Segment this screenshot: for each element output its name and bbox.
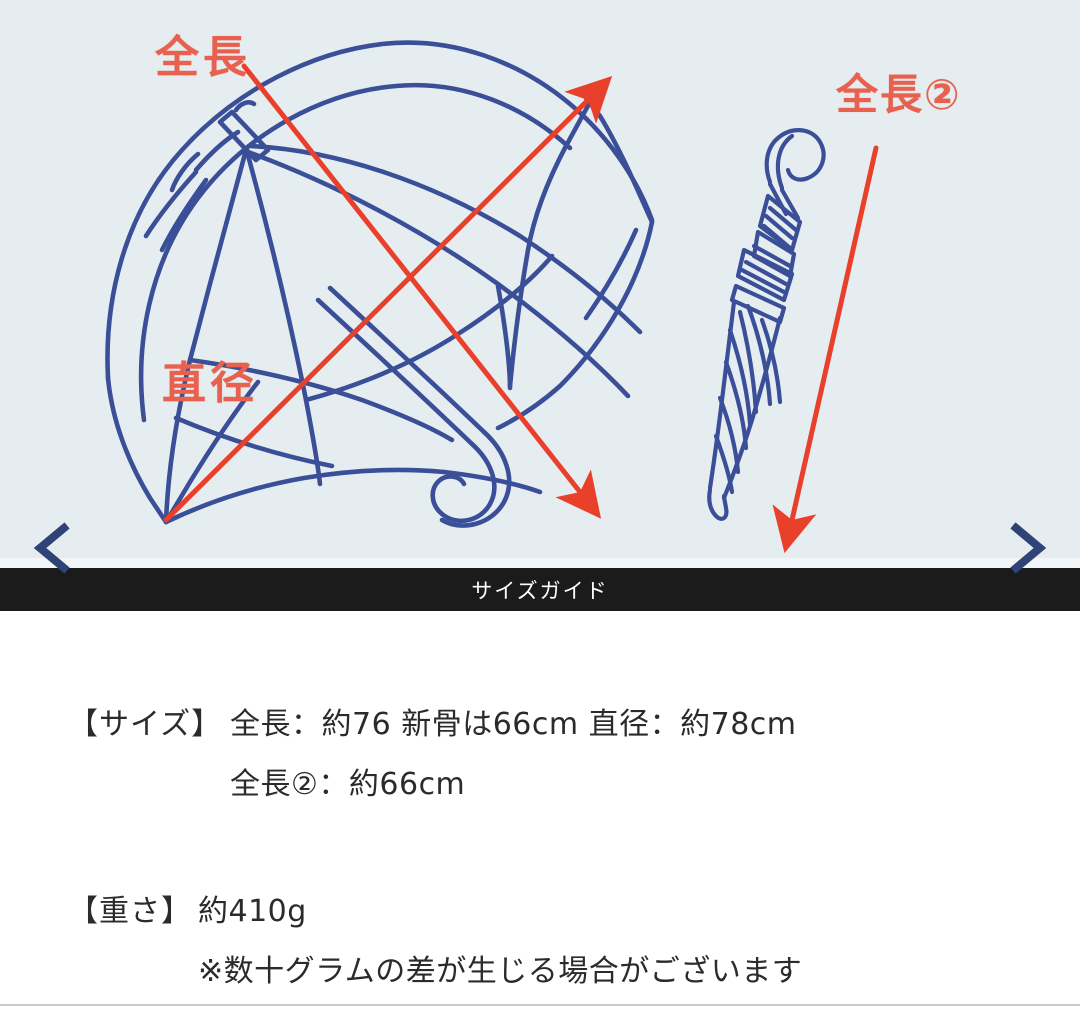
spec-value-size-line2: 全長②：約66cm	[230, 767, 466, 802]
section-divider	[0, 1004, 1080, 1006]
closed-umbrella-drawing	[707, 128, 826, 521]
spec-label-size: 【サイズ】	[68, 707, 223, 742]
measurement-arrows	[163, 63, 879, 554]
spec-row-size-line2: 全長②：約66cm	[68, 759, 797, 803]
spec-row-weight-line1: 【重さ】 約410g	[68, 886, 802, 930]
arrow-total-length	[241, 63, 602, 519]
next-slide-button[interactable]	[998, 520, 1054, 576]
product-image-carousel[interactable]: 全長 直径 全長②	[0, 0, 1080, 560]
annotation-total-length-2: 全長②	[836, 71, 962, 118]
arrow-diameter	[163, 76, 613, 523]
spec-label-weight: 【重さ】	[68, 894, 192, 929]
chevron-right-icon	[1010, 522, 1047, 574]
spec-row-weight-line2: ※数十グラムの差が生じる場合がございます	[68, 946, 802, 990]
spec-value-weight-line1: 約410g	[198, 894, 307, 929]
chevron-left-icon	[33, 522, 70, 574]
carousel-divider	[0, 558, 1080, 568]
annotation-diameter: 直径	[162, 359, 258, 408]
spec-value-weight-line2: ※数十グラムの差が生じる場合がございます	[198, 954, 803, 989]
spec-value-size-line1: 全長：約76 新骨は66cm 直径：約78cm	[230, 707, 797, 742]
image-caption-text: サイズガイド	[471, 578, 609, 603]
image-caption-bar: サイズガイド	[0, 568, 1080, 611]
spec-group-size: 【サイズ】 全長：約76 新骨は66cm 直径：約78cm 全長②：約66cm	[68, 699, 797, 803]
arrow-total-length-2	[772, 145, 879, 554]
annotation-total-length: 全長	[155, 33, 251, 82]
prev-slide-button[interactable]	[26, 520, 82, 576]
product-spec-section: 【サイズ】 全長：約76 新骨は66cm 直径：約78cm 全長②：約66cm …	[0, 611, 1080, 1013]
spec-group-weight: 【重さ】 約410g ※数十グラムの差が生じる場合がございます	[68, 886, 802, 990]
open-umbrella-drawing	[105, 40, 655, 528]
spec-row-size-line1: 【サイズ】 全長：約76 新骨は66cm 直径：約78cm	[68, 699, 797, 743]
umbrella-size-diagram	[105, 40, 879, 554]
